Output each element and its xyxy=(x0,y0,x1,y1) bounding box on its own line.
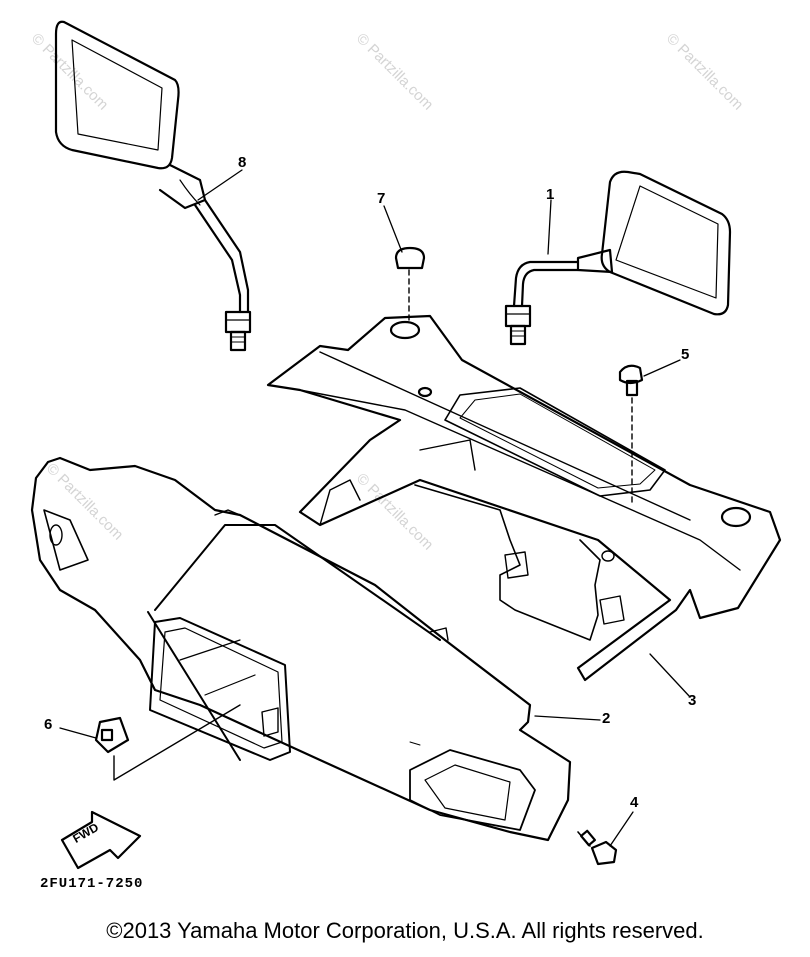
leader-lines xyxy=(59,169,691,847)
bracket-part-3 xyxy=(266,314,782,682)
label-part-2: 2 xyxy=(602,710,611,727)
label-part-4: 4 xyxy=(630,794,639,811)
clip-part-6 xyxy=(94,704,241,781)
label-part-1: 1 xyxy=(546,186,555,203)
label-part-6: 6 xyxy=(44,716,53,733)
copyright-notice: ©2013 Yamaha Motor Corporation, U.S.A. A… xyxy=(106,918,704,943)
label-part-8: 8 xyxy=(238,154,247,171)
label-part-3: 3 xyxy=(688,692,697,709)
bolt-part-4 xyxy=(577,829,618,866)
plug-part-7 xyxy=(394,246,426,321)
diagram-code: 2FU171-7250 xyxy=(40,876,144,892)
label-part-7: 7 xyxy=(377,190,386,207)
mirror-right xyxy=(504,170,732,346)
fwd-arrow xyxy=(60,810,142,870)
mirror-left xyxy=(54,20,252,352)
cowl-part-2 xyxy=(30,456,572,842)
label-part-5: 5 xyxy=(681,346,690,363)
